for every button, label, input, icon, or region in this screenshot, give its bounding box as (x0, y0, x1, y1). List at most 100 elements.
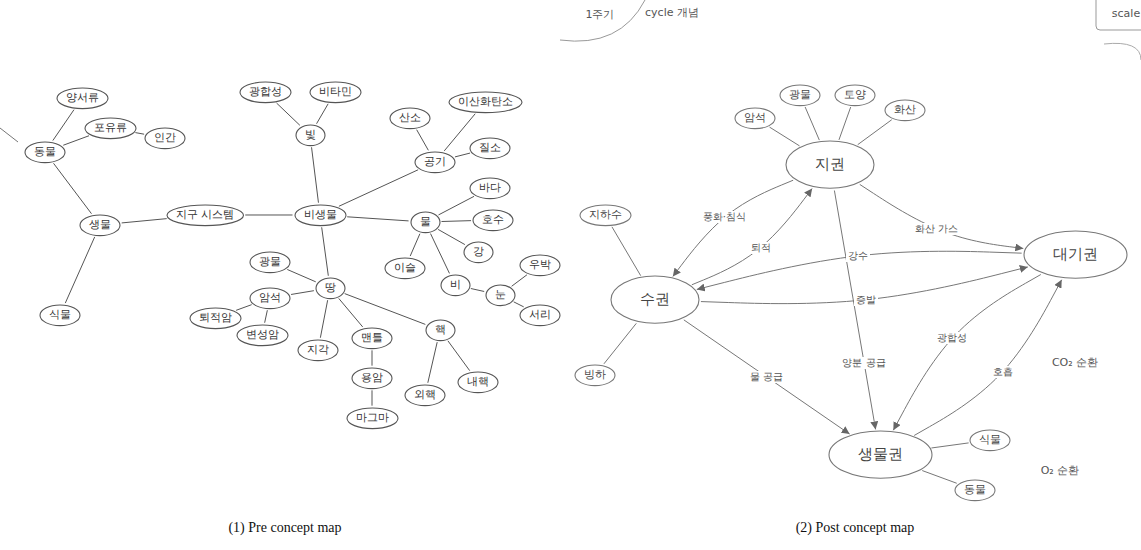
concept-text: 수권 (640, 291, 670, 308)
concept-ellipse: 암석 (734, 107, 776, 130)
link-line (339, 170, 418, 207)
sketch-note: cycle 개념 (645, 5, 699, 20)
concept-text: 내핵 (467, 376, 489, 389)
concept-text: 바다 (479, 182, 501, 195)
concept-ellipse: 비 (440, 274, 471, 297)
link-line (245, 214, 292, 215)
link-line (317, 104, 329, 124)
concept-ellipse: 비타민 (309, 81, 362, 104)
link-line (291, 291, 314, 295)
link-line (604, 323, 636, 363)
concept-ellipse: 동물 (24, 141, 66, 164)
flow-arrow (834, 191, 875, 430)
concept-ellipse: 질소 (469, 137, 511, 160)
figure-caption: (2) Post concept map (796, 520, 915, 536)
concept-ellipse: 양서류 (56, 87, 109, 110)
concept-text: 생물권 (858, 446, 903, 463)
concept-text: 암석 (744, 112, 766, 125)
link-line (514, 302, 524, 307)
link-line (372, 350, 373, 365)
link-line (410, 234, 420, 256)
link-line (320, 300, 327, 338)
concept-ellipse: 식물 (39, 304, 81, 327)
concept-text: 식물 (49, 309, 71, 322)
concept-text: 지구 시스템 (176, 209, 235, 222)
concept-text: 질소 (479, 142, 501, 155)
pencil-stroke (1104, 43, 1141, 60)
sketch-note: 1주기 (586, 7, 615, 22)
concept-ellipse: 산소 (389, 107, 431, 130)
concept-ellipse: 광물 (779, 84, 821, 107)
concept-text: 핵 (435, 324, 446, 337)
concept-ellipse: 토양 (834, 84, 876, 107)
link-line (438, 196, 474, 215)
concept-text: 빛 (305, 129, 316, 142)
link-line (441, 220, 471, 222)
link-line (455, 153, 470, 157)
concept-ellipse: 동물 (954, 479, 996, 502)
concept-ellipse: 바다 (469, 177, 511, 200)
link-line (431, 234, 450, 274)
concept-text: 빙하 (584, 369, 606, 382)
concept-ellipse: 광합성 (239, 81, 292, 104)
flow-label: 화산 가스 (913, 223, 960, 235)
concept-ellipse: 땅 (315, 277, 346, 300)
link-line (770, 127, 800, 146)
concept-ellipse: 서리 (519, 304, 561, 327)
link-line (922, 471, 956, 484)
link-line (858, 120, 892, 145)
concept-ellipse: 호수 (472, 209, 514, 232)
concept-text: 식물 (979, 434, 1001, 447)
concept-ellipse: 이산화탄소 (448, 91, 523, 114)
concept-text: 인간 (154, 132, 176, 145)
sphere-ellipse: 지권 (785, 140, 875, 189)
link-line (122, 219, 167, 223)
flow-label: 퇴적 (749, 242, 773, 254)
concept-ellipse: 지하수 (579, 204, 632, 227)
concept-text: 호수 (482, 214, 504, 227)
concept-ellipse: 맨틀 (351, 327, 393, 350)
concept-ellipse: 강 (463, 241, 494, 264)
link-line (428, 342, 437, 383)
concept-ellipse: 변성암 (236, 324, 289, 347)
flow-label: 광합성 (935, 332, 969, 344)
concept-ellipse: 포유류 (84, 117, 137, 140)
link-line (265, 310, 268, 323)
concept-text: 토양 (844, 89, 866, 102)
concept-text: 눈 (495, 289, 506, 302)
concept-ellipse: 공기 (414, 151, 456, 174)
flow-arrow (684, 320, 850, 434)
concept-ellipse: 눈 (485, 284, 516, 307)
concept-text: 퇴적암 (199, 312, 232, 325)
concept-text: 광물 (259, 256, 281, 269)
concept-ellipse: 식물 (969, 429, 1011, 452)
link-line (63, 136, 89, 146)
concept-text: 변성암 (246, 329, 279, 342)
flow-label: 물 공급 (748, 371, 785, 383)
link-line (612, 227, 641, 276)
concept-text: 마그마 (356, 412, 389, 425)
sphere-ellipse: 생물권 (828, 430, 933, 479)
link-line (236, 305, 252, 311)
link-line (931, 443, 968, 448)
flow-arrow (673, 180, 793, 276)
concept-ellipse: 생물 (79, 214, 121, 237)
concept-ellipse: 광물 (249, 251, 291, 274)
link-line (347, 217, 408, 221)
sphere-ellipse: 대기권 (1023, 230, 1128, 279)
link-line (312, 147, 319, 202)
concept-ellipse: 내핵 (457, 371, 499, 394)
flow-arrow (692, 189, 812, 285)
concept-ellipse: 핵 (425, 319, 456, 342)
concept-ellipse: 빛 (295, 124, 326, 147)
sketch-note: O₂ 순환 (1041, 463, 1080, 478)
concept-ellipse: 빙하 (574, 364, 616, 387)
concept-text: 광물 (789, 89, 811, 102)
concept-text: 강 (473, 246, 484, 259)
concept-text: 동물 (964, 484, 986, 497)
concept-text: 물 (420, 216, 431, 229)
pencil-stroke (560, 0, 645, 41)
flow-label: 호흡 (991, 366, 1015, 378)
link-line (471, 289, 484, 292)
